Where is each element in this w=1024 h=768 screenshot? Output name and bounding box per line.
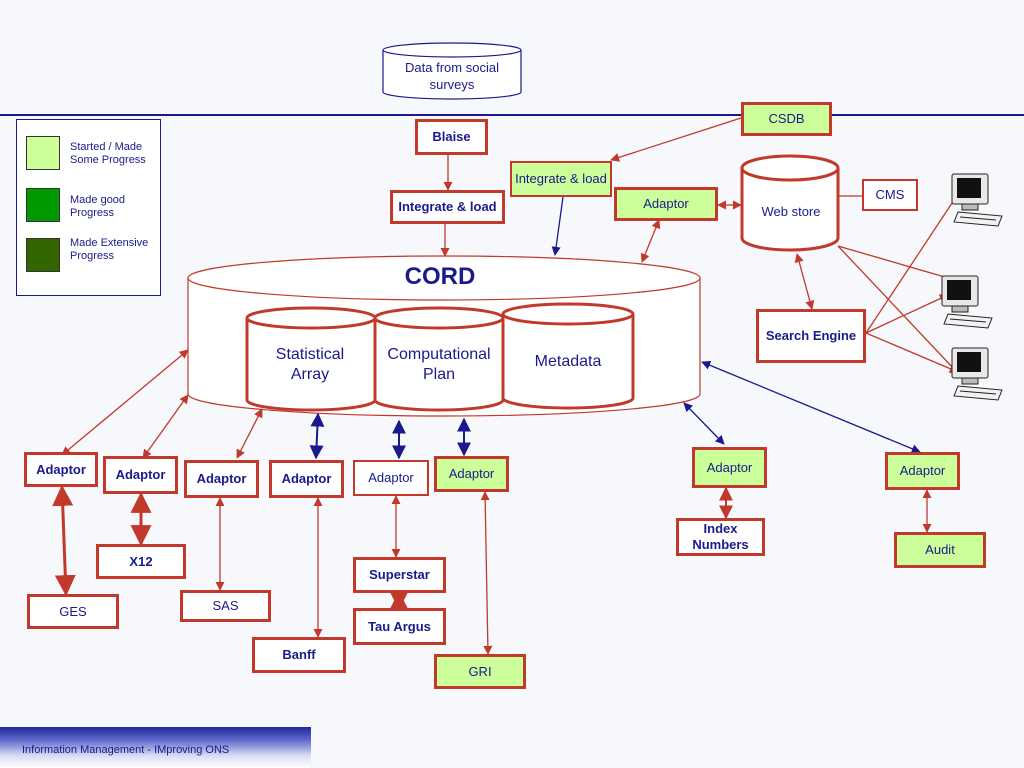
footer-text: Information Management - IMproving ONS [22,744,230,756]
computational-plan-label: Computational Plan [387,346,491,383]
arrow-search-pc1 [865,187,963,334]
web-store-label: Web store [761,204,821,219]
ges-box: GES [27,594,119,629]
legend: Started / Made Some Progress Made good P… [16,119,161,296]
legend-swatch-started [26,136,60,170]
computer-terminal-icon [951,173,1003,227]
adaptor-box-6: Adaptor [434,456,509,492]
metadata-cylinder [501,302,635,410]
statistical-array-cylinder [245,306,377,412]
computer-terminal-icon [941,275,993,329]
index-numbers-box: Index Numbers [676,518,765,556]
adaptor-index-box: Adaptor [692,447,767,488]
statistical-array-label: Statistical Array [275,346,345,383]
legend-label-extensive: Made Extensive Progress [70,237,149,262]
adaptor-webstore-box: Adaptor [614,187,718,221]
cms-box: CMS [862,179,918,211]
line-webstore-pc3 [837,245,956,371]
search-engine-box: Search Engine [756,309,866,363]
arrow-adaptor1-ges [52,484,76,597]
legend-swatch-extensive [26,238,60,272]
arrow-cord-adaptor-audit [701,360,921,454]
arrow-adaptor1-cord [61,349,189,456]
arrow-webstore-search [794,253,815,310]
line-webstore-pc2 [837,245,956,281]
computer-terminal-icon [951,347,1003,401]
adaptor-box-2: Adaptor [103,456,178,494]
gri-box: GRI [434,654,526,689]
arrow-adaptor4-cord [309,412,325,460]
sas-box: SAS [180,590,271,622]
footer-bar: Information Management - IMproving ONS [0,727,311,768]
web-store-cylinder [740,154,840,252]
source-label: Data from social surveys [405,60,499,92]
arrow-adaptor2-cord [142,394,189,459]
adaptor-box-4: Adaptor [269,460,344,498]
legend-swatch-good [26,188,60,222]
arrow-csdb-integrate [610,117,742,162]
arrow-integrate-green-cord [551,196,564,256]
audit-box: Audit [894,532,986,568]
banff-box: Banff [252,637,346,673]
integrate-load-box: Integrate & load [390,190,505,224]
source-cylinder [382,42,522,100]
tau-argus-box: Tau Argus [353,608,446,645]
x12-box: X12 [96,544,186,579]
integrate-load-green-box: Integrate & load [510,161,612,197]
legend-label-good: Made good Progress [70,194,126,219]
cord-title: CORD [404,263,476,290]
arrow-adaptor6-gri [480,491,493,655]
arrow-adaptor-cord [640,219,661,263]
adaptor-box-1: Adaptor [24,452,98,487]
legend-label-started: Started / Made Some Progress [70,141,146,166]
superstar-box: Superstar [353,557,446,593]
adaptor-audit-box: Adaptor [885,452,960,490]
arrow-adaptor3-cord [236,408,263,459]
arrow-search-pc2 [865,294,949,334]
arrow-cord-adaptor-index [683,402,725,445]
adaptor-box-5: Adaptor [353,460,429,496]
metadata-label: Metadata [534,353,602,370]
blaise-box: Blaise [415,119,488,155]
csdb-box: CSDB [741,102,832,136]
adaptor-box-3: Adaptor [184,460,259,498]
arrow-search-pc3 [865,332,959,373]
